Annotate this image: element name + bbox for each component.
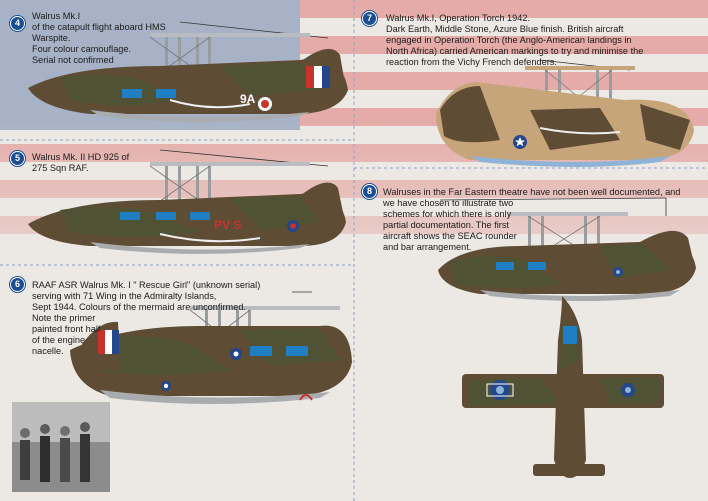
scheme-7-caption: Walrus Mk.I, Operation Torch 1942. Dark …: [386, 13, 644, 67]
historic-photo: [12, 402, 110, 492]
scheme-4-number-badge: 4: [10, 16, 25, 31]
aircraft-5-profile: [28, 149, 346, 254]
scheme-4-caption: Walrus Mk.I of the catapult flight aboar…: [32, 11, 166, 65]
aircraft-5-code-marking: PV S: [214, 218, 242, 232]
aircraft-7-profile: [436, 59, 694, 167]
scheme-5-number-badge: 5: [10, 151, 25, 166]
aircraft-6-profile: [70, 291, 352, 404]
scheme-6-caption: RAAF ASR Walrus Mk. I " Rescue Girl" (un…: [32, 280, 261, 356]
scheme-8-number-badge: 8: [362, 184, 377, 199]
aircraft-4-profile: [28, 21, 348, 122]
aircraft-8-profile: [438, 197, 696, 301]
scheme-6-number-badge: 6: [10, 277, 25, 292]
aircraft-4-code-marking: 9A: [240, 92, 256, 106]
scheme-7-number-badge: 7: [362, 11, 377, 26]
scheme-5-caption: Walrus Mk. II HD 925 of 275 Sqn RAF.: [32, 152, 130, 173]
aircraft-8-plan-view: [462, 296, 664, 478]
scheme-8-caption: Walruses in the Far Eastern theatre have…: [383, 187, 681, 252]
